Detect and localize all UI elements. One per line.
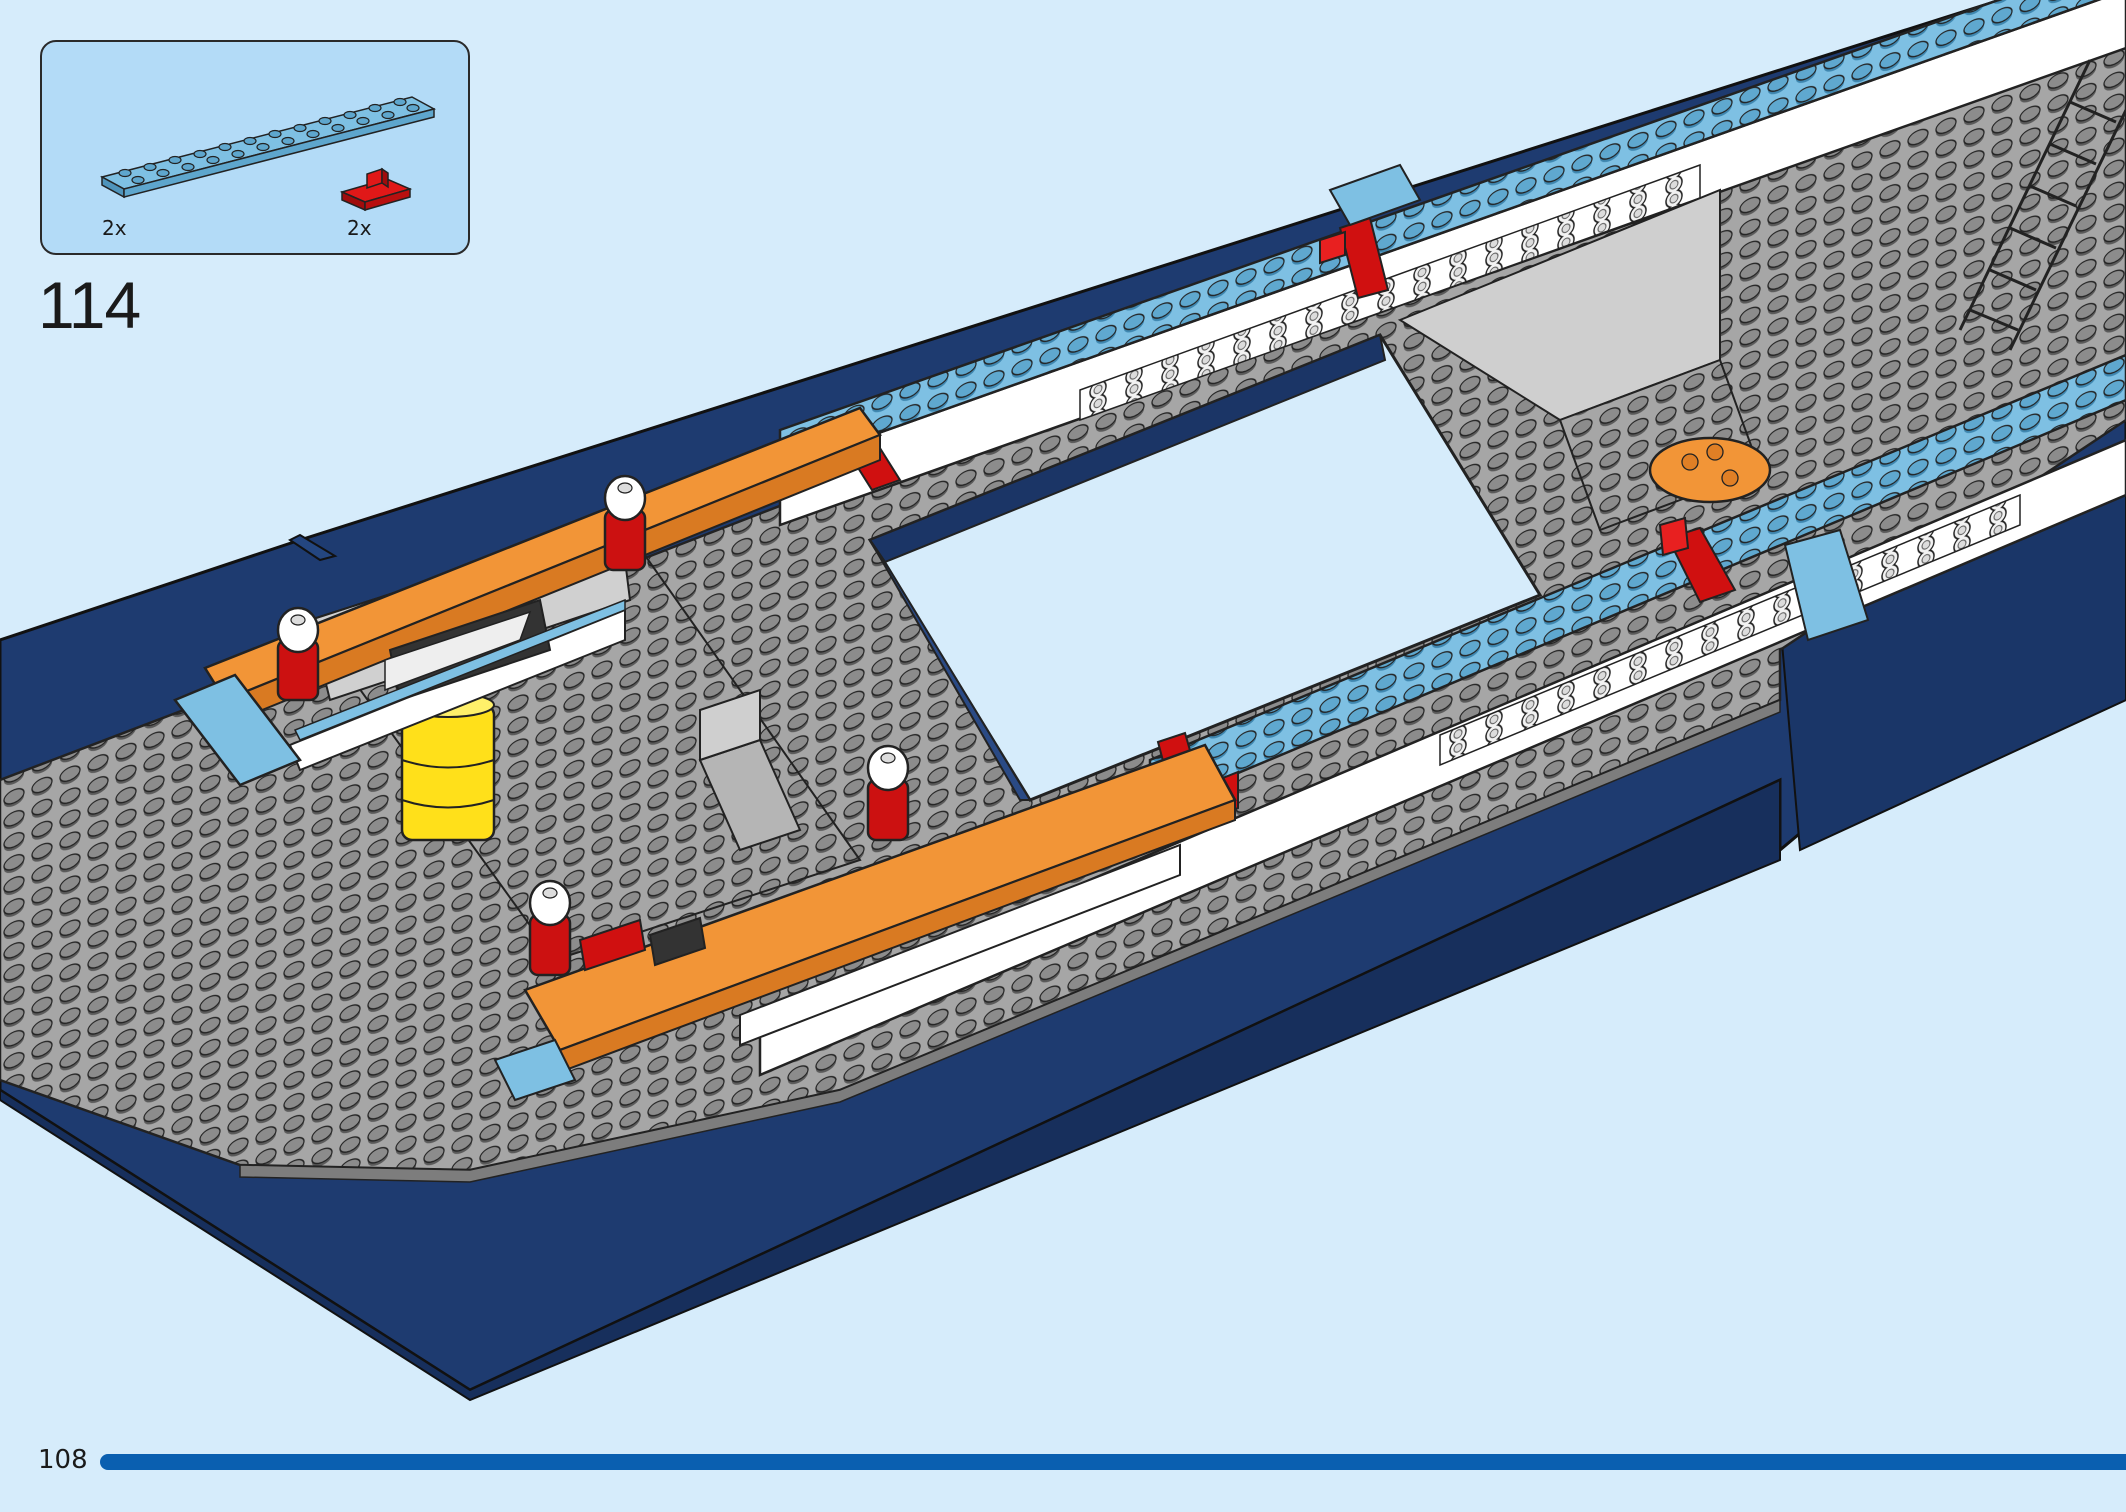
bow-orange-rail <box>173 406 882 787</box>
bollard <box>528 879 572 977</box>
step-number: 114 <box>38 268 141 342</box>
deck-opening <box>867 333 1543 802</box>
parts-callout: 2x 2x <box>40 40 470 255</box>
part-quantity: 2x <box>102 216 127 240</box>
parts-icons <box>99 96 437 212</box>
bollard <box>603 474 647 572</box>
orange-round-plate <box>1648 436 1772 504</box>
page-number: 108 <box>38 1445 88 1475</box>
bollard <box>276 606 320 702</box>
bollards <box>276 474 910 977</box>
red-clip-plate-icon <box>339 167 413 212</box>
light-blue-plate-icon <box>99 96 437 199</box>
ladder <box>1958 59 2126 351</box>
progress-bar <box>100 1454 2126 1470</box>
part-quantity: 2x <box>347 216 372 240</box>
upper-railing <box>778 0 2126 527</box>
lower-railing <box>758 353 2126 1077</box>
stern-orange-rail <box>493 743 1237 1102</box>
bollard <box>866 744 910 842</box>
